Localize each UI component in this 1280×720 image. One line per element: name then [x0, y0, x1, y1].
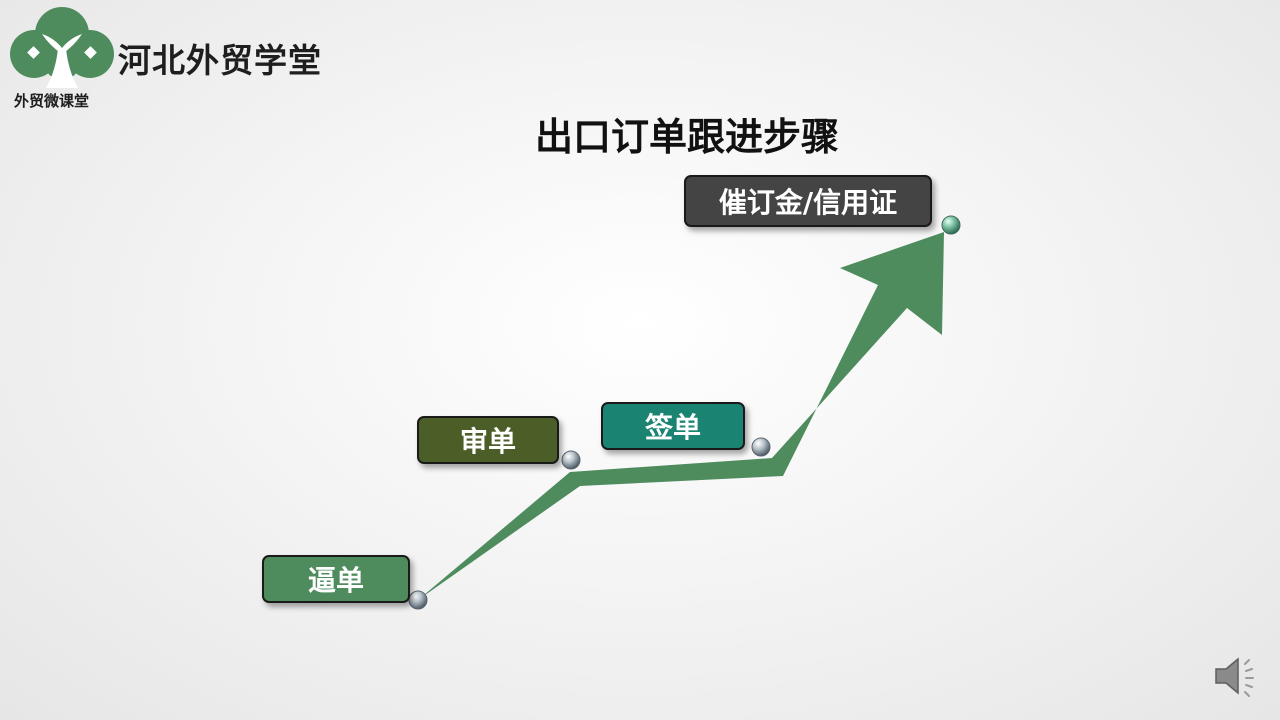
node-dot-3 — [751, 437, 771, 457]
node-dot-4 — [941, 215, 961, 235]
step-label-4: 催订金/信用证 — [684, 175, 932, 227]
node-dot-1 — [408, 590, 428, 610]
node-dot-2 — [561, 450, 581, 470]
growth-arrow — [418, 232, 944, 600]
page-title: 出口订单跟进步骤 — [534, 115, 839, 159]
brand-subtitle: 外贸微课堂 — [14, 92, 90, 110]
speaker-icon[interactable] — [1212, 654, 1260, 698]
tree-logo-icon — [10, 7, 114, 88]
step-label-1: 逼单 — [262, 555, 410, 603]
step-label-2: 审单 — [417, 416, 559, 464]
step-label-3: 签单 — [601, 402, 745, 450]
brand-name: 河北外贸学堂 — [118, 41, 322, 80]
